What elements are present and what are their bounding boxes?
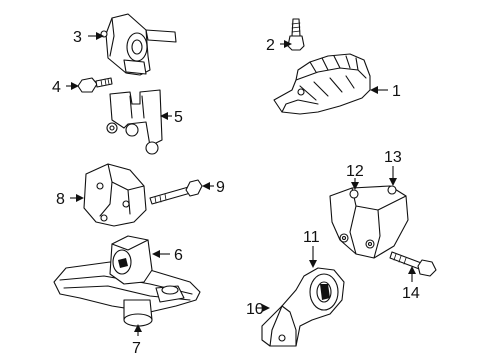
part-6-mount [109, 235, 153, 285]
callout-12-label: 12 [346, 163, 364, 180]
callout-8: 8 [56, 191, 84, 208]
part-9-bolt [149, 179, 203, 205]
callout-3: 3 [73, 29, 104, 46]
callout-6-label: 6 [174, 247, 183, 264]
callout-14-label: 14 [402, 285, 420, 302]
callout-2-label: 2 [266, 37, 275, 54]
callout-6: 6 [152, 247, 183, 264]
part-3-mount [100, 13, 177, 76]
callout-13-label: 13 [384, 149, 402, 166]
part-2-bolt [287, 18, 305, 51]
callout-5: 5 [160, 109, 183, 126]
callout-7-label: 7 [132, 340, 141, 357]
part-4-bolt [77, 77, 113, 93]
callout-4: 4 [52, 79, 79, 96]
part-5-bracket [106, 89, 163, 155]
callout-2: 2 [266, 37, 292, 54]
callout-9-label: 9 [216, 179, 225, 196]
callout-10-label: 10 [246, 301, 264, 318]
callout-4-label: 4 [52, 79, 61, 96]
part-8-bracket [83, 163, 147, 227]
part-1-cover [273, 53, 371, 115]
callout-1-label: 1 [392, 83, 401, 100]
callout-12: 12 [346, 163, 364, 190]
callout-9: 9 [202, 179, 225, 196]
callout-11-label: 11 [303, 229, 320, 246]
callout-1: 1 [370, 83, 401, 100]
callout-8-label: 8 [56, 191, 65, 208]
callout-3-label: 3 [73, 29, 82, 46]
part-12-13-bracket [329, 185, 409, 259]
callout-7: 7 [132, 324, 142, 357]
callout-13: 13 [384, 149, 402, 186]
callout-11: 11 [303, 229, 320, 268]
part-7-crossmember [53, 261, 201, 327]
callout-14: 14 [402, 266, 420, 302]
part-14-bolt [389, 251, 437, 277]
callout-10: 10 [246, 301, 270, 318]
callout-5-label: 5 [174, 109, 183, 126]
part-10-11-strut [261, 267, 345, 347]
